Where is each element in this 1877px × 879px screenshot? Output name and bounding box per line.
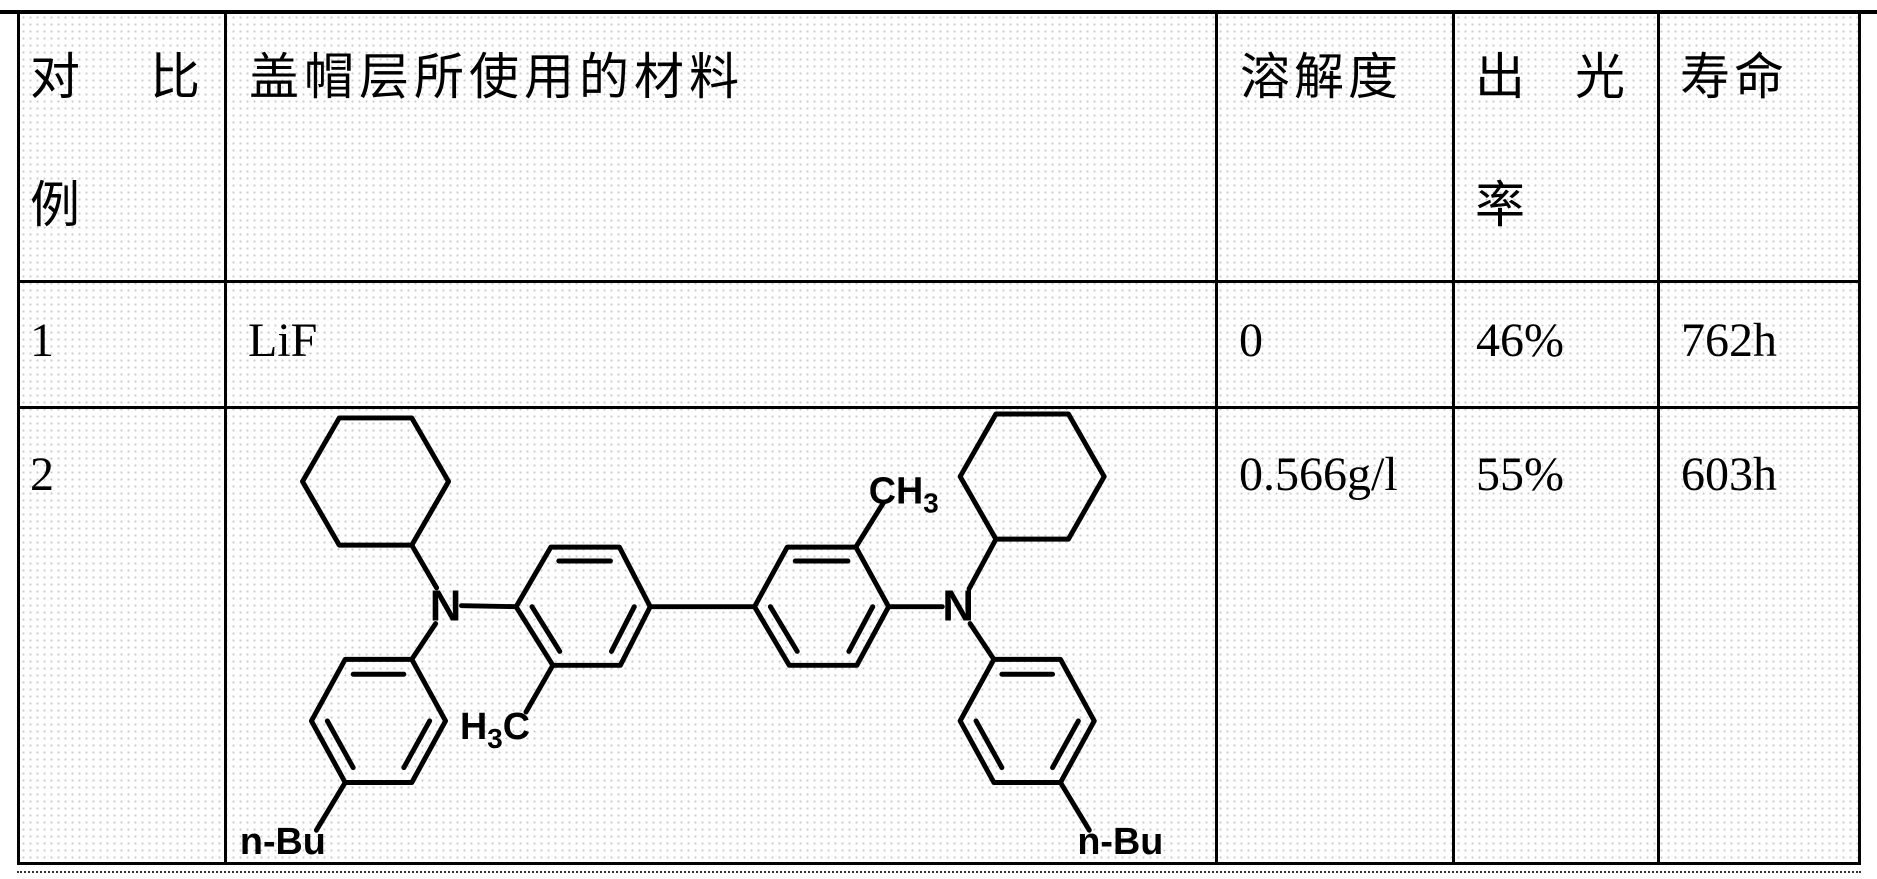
- header-cell-material: 盖帽层所使用的材料: [227, 14, 1218, 283]
- header-cell-solubility: 溶解度: [1218, 14, 1455, 283]
- n-butyl-label-right: n-Bu: [1077, 820, 1163, 862]
- nitrogen-label-left: N: [430, 582, 462, 631]
- header-solubility-label: 溶解度: [1240, 49, 1402, 105]
- header-cell-lifetime: 寿命: [1660, 14, 1858, 283]
- row1-light-extraction: 46%: [1455, 283, 1660, 409]
- phenyl-ring-lower-left: [308, 656, 449, 786]
- row1-example-no-value: 1: [30, 314, 54, 367]
- row2-light-extraction: 55%: [1455, 409, 1660, 862]
- row2-lifetime-value: 603h: [1681, 448, 1777, 501]
- phenyl-ring-lower-right: [957, 656, 1097, 786]
- row1-light-extraction-value: 46%: [1476, 314, 1564, 367]
- scan-artifact-dotted-line: [17, 871, 1861, 873]
- header-cell-example: 对 比 例: [20, 14, 227, 283]
- cyclohexane-ring-left: [300, 415, 452, 548]
- row2-example-no: 2: [20, 409, 227, 862]
- benzene-ring-center-left: [513, 544, 653, 668]
- row1-solubility: 0: [1218, 283, 1455, 409]
- row2-material-structure: N N H3C CH3 n-Bu n-Bu: [227, 409, 1218, 862]
- row2-example-no-value: 2: [30, 448, 54, 501]
- comparative-examples-table: 对 比 例 盖帽层所使用的材料 溶解度 出 光 率 寿命 1 LiF 0 46%: [17, 10, 1861, 865]
- header-lifetime-label: 寿命: [1680, 49, 1788, 105]
- header-example-line1: 对 比: [30, 49, 210, 105]
- header-material-label: 盖帽层所使用的材料: [249, 49, 744, 105]
- benzene-ring-center-right: [752, 544, 892, 668]
- methyl-label-right: CH3: [869, 469, 939, 518]
- cyclohexane-ring-right: [957, 411, 1107, 542]
- row1-example-no: 1: [20, 283, 227, 409]
- row1-solubility-value: 0: [1239, 314, 1263, 367]
- molecule-structure-drawing: N N H3C CH3 n-Bu n-Bu: [240, 411, 1163, 862]
- single-bonds: [313, 499, 1092, 833]
- row1-material: LiF: [227, 283, 1218, 409]
- header-example-line2: 例: [30, 177, 80, 233]
- header-light-extraction-line1: 出 光: [1475, 49, 1625, 105]
- row1-lifetime: 762h: [1660, 283, 1858, 409]
- methyl-label-left: H3C: [460, 705, 530, 754]
- header-light-extraction-line2: 率: [1475, 177, 1525, 233]
- row2-lifetime: 603h: [1660, 409, 1858, 862]
- nitrogen-label-right: N: [942, 582, 974, 631]
- row2-solubility: 0.566g/l: [1218, 409, 1455, 862]
- n-butyl-label-left: n-Bu: [240, 820, 326, 862]
- row1-lifetime-value: 762h: [1681, 314, 1777, 367]
- header-cell-light-extraction: 出 光 率: [1455, 14, 1660, 283]
- row2-solubility-value: 0.566g/l: [1239, 448, 1398, 501]
- row1-material-value: LiF: [248, 314, 318, 367]
- row2-light-extraction-value: 55%: [1476, 448, 1564, 501]
